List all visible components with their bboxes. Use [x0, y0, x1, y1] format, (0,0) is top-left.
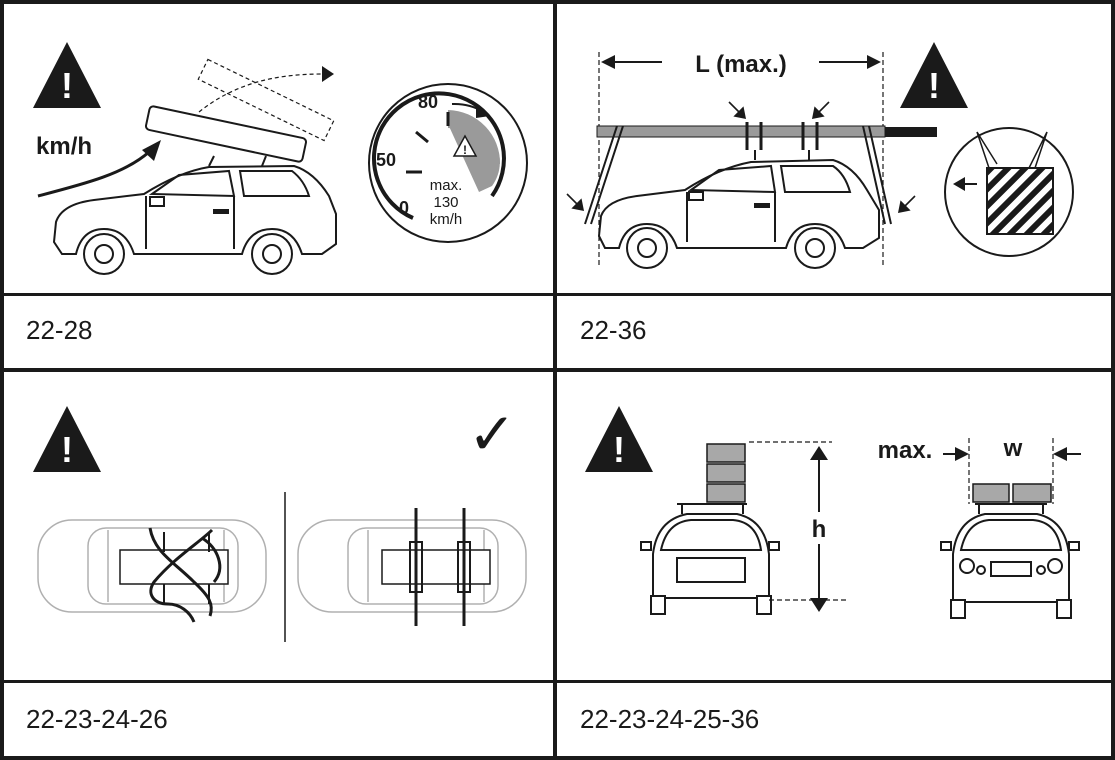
airflow-arrowhead	[142, 140, 161, 161]
load-clamps	[745, 122, 819, 150]
caption-panel-2: 22-36	[580, 315, 647, 345]
flight-path-arrowhead	[322, 66, 334, 82]
check-mark-icon: ✓	[468, 402, 517, 467]
flight-path-dashed-arrow	[198, 73, 323, 113]
max-speed-value: 130	[433, 194, 458, 211]
max-speed-unit: km/h	[430, 211, 463, 228]
load-bar-extension	[885, 127, 937, 137]
caption-panel-4: 22-23-24-25-36	[580, 704, 760, 734]
speed-unit-label: km/h	[36, 133, 92, 160]
speed-mark-50: 50	[376, 150, 396, 170]
striped-warning-flag-icon	[986, 167, 1054, 235]
frame-top	[0, 0, 1115, 4]
width-arrow-right	[1053, 447, 1067, 461]
max-width-label: max.	[878, 437, 933, 464]
flying-box-outline	[197, 58, 335, 142]
roof-box	[144, 105, 308, 163]
panel-overhang-length: L (max.)	[557, 4, 1111, 293]
panel-strap-load: ! ✓	[4, 372, 553, 680]
width-label: w	[1003, 435, 1023, 462]
load-dimensions-illustration: !	[585, 406, 1081, 619]
length-arrow-right	[867, 55, 881, 69]
warning-mark: !	[928, 65, 940, 106]
car-rear-view-right	[940, 503, 1080, 619]
frame-middle-vertical	[553, 0, 557, 760]
warning-mark: !	[61, 429, 73, 470]
long-load-bar	[596, 125, 886, 138]
load-bend-lines	[584, 125, 892, 225]
warning-flag-circle	[944, 127, 1074, 257]
length-label: L (max.)	[695, 51, 787, 78]
panel-load-dimensions: !	[557, 372, 1111, 680]
stacked-load-boxes	[706, 443, 746, 503]
caption-panel-1: 22-28	[26, 315, 93, 345]
warning-triangle-icon: !	[900, 42, 968, 108]
speed-mark-80: 80	[418, 92, 438, 112]
car-side-view	[597, 150, 880, 269]
speedometer: ! 0 50 80 max. 130 km/h	[368, 83, 528, 243]
strap-load-illustration: ! ✓	[33, 402, 527, 642]
warning-mark: !	[61, 65, 73, 106]
length-arrow-left	[601, 55, 615, 69]
flag-arrow-icon	[953, 177, 965, 191]
height-arrow-down	[810, 598, 828, 612]
car-side-view	[52, 155, 337, 275]
correct-straps	[409, 508, 471, 626]
caption-panel-3: 22-23-24-26	[26, 704, 168, 734]
frame-right	[1111, 0, 1115, 760]
frame-row1-divider	[0, 293, 1115, 296]
max-speed-label: max.	[430, 177, 463, 194]
warning-mark: !	[613, 429, 625, 470]
overhang-illustration: L (max.)	[566, 42, 1074, 269]
car-top-view-correct	[297, 519, 527, 613]
frame-left	[0, 0, 4, 760]
panel-speed-limit: ! km/h	[4, 4, 553, 293]
warning-triangle-icon: !	[33, 42, 101, 108]
height-arrow-up	[810, 446, 828, 460]
width-arrow-left	[955, 447, 969, 461]
airflow-arrow-icon	[37, 150, 150, 198]
warning-triangle-icon: !	[585, 406, 653, 472]
tangled-straps	[148, 527, 222, 623]
speed-arrowhead	[476, 104, 490, 118]
speed-limit-illustration: ! km/h	[33, 42, 528, 275]
pressure-arrows	[566, 101, 916, 214]
frame-row2-divider	[0, 680, 1115, 683]
side-by-side-load-boxes	[972, 483, 1052, 503]
height-label: h	[812, 516, 827, 543]
speed-mark-0: 0	[399, 198, 409, 218]
car-rear-view-left	[640, 503, 780, 615]
svg-text:!: !	[463, 143, 467, 157]
frame-row1-bottom	[0, 368, 1115, 372]
warning-triangle-icon: !	[33, 406, 101, 472]
warning-small-icon	[452, 134, 478, 157]
frame-bottom	[0, 756, 1115, 760]
